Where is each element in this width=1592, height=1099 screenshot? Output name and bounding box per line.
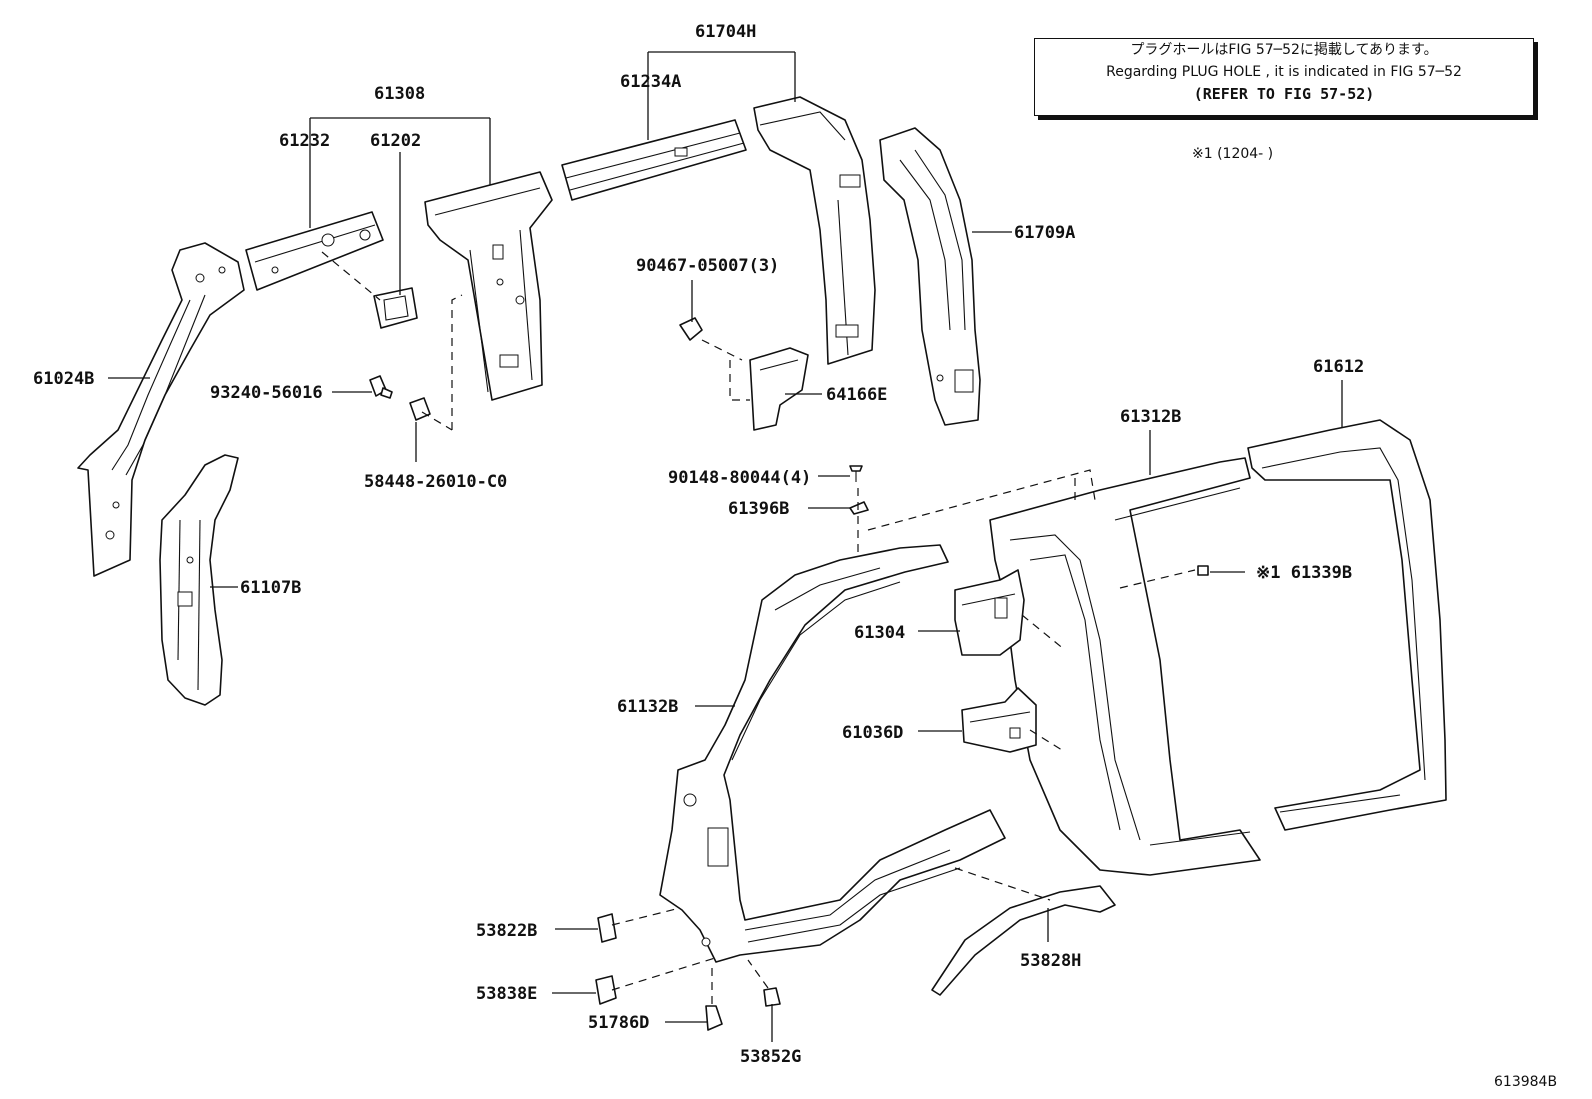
part-61308-center-pillar [424, 171, 553, 401]
label-51786d: 51786D [588, 1013, 649, 1033]
part-53852g-clip [763, 987, 781, 1007]
label-64166e: 64166E [826, 385, 887, 405]
note-japanese: プラグホールはFIG 57─52に掲載してあります。 [1130, 42, 1438, 58]
period-note: ※1 (1204- ) [1192, 146, 1274, 162]
part-61396b-washer [849, 501, 869, 515]
label-53838e: 53838E [476, 984, 537, 1004]
label-61234a: 61234A [620, 72, 681, 92]
label-61312b: 61312B [1120, 407, 1181, 427]
note-refer: (REFER TO FIG 57-52) [1193, 85, 1375, 103]
part-61312b-quarter-panel [989, 457, 1261, 876]
part-53822b-clip [597, 913, 617, 943]
label-58448: 58448-26010-C0 [364, 472, 507, 492]
label-90148: 90148-80044(4) [668, 468, 811, 488]
part-61234a-roof-rail [561, 119, 747, 201]
part-labels: 61704H 61234A 61308 61232 61202 61709A 9… [33, 22, 1364, 1067]
label-53828h: 53828H [1020, 951, 1081, 971]
part-61709a-reinforcement [879, 127, 981, 426]
label-61232: 61232 [279, 131, 330, 151]
label-61036d: 61036D [842, 723, 903, 743]
label-61339b: ※1 61339B [1256, 563, 1352, 583]
part-61024b-front-pillar [77, 242, 245, 577]
illustration-number: 613984B [1494, 1074, 1558, 1090]
label-61612: 61612 [1313, 357, 1364, 377]
label-61396b: 61396B [728, 499, 789, 519]
part-61036d-bracket [961, 687, 1037, 753]
label-53852g: 53852G [740, 1047, 801, 1067]
label-61308: 61308 [374, 84, 425, 104]
part-58448-grommet [409, 397, 431, 421]
part-90148-screw [849, 465, 863, 482]
part-64166e-bracket [729, 347, 809, 431]
part-61202-bracket [373, 287, 418, 329]
plug-hole-note: プラグホールはFIG 57─52に掲載してあります。 Regarding PLU… [1034, 38, 1534, 116]
part-61304-bracket [954, 569, 1025, 656]
part-53828h-arch-molding [931, 885, 1116, 996]
label-61107b: 61107B [240, 578, 301, 598]
label-61704h: 61704H [695, 22, 756, 42]
label-61024b: 61024B [33, 369, 94, 389]
assembly-dash-lines [321, 251, 1196, 1004]
part-61232-rail [245, 211, 384, 291]
label-61709a: 61709A [1014, 223, 1075, 243]
label-93240: 93240-56016 [210, 383, 323, 403]
label-61304: 61304 [854, 623, 905, 643]
part-61704h-pillar [753, 96, 876, 365]
label-61202: 61202 [370, 131, 421, 151]
leader-lines [108, 51, 1343, 1042]
label-90467: 90467-05007(3) [636, 256, 779, 276]
part-93240-bolt [369, 375, 393, 399]
part-61132b-side-panel [659, 544, 1006, 963]
label-61132b: 61132B [617, 697, 678, 717]
part-61612-outer-panel [1247, 419, 1447, 831]
part-90467-clip [679, 317, 703, 341]
part-51786d-clip [705, 1005, 723, 1031]
note-english: Regarding PLUG HOLE , it is indicated in… [1106, 64, 1462, 80]
label-53822b: 53822B [476, 921, 537, 941]
part-61107b-lower-pillar [159, 454, 239, 706]
part-53838e-clip [595, 975, 617, 1005]
